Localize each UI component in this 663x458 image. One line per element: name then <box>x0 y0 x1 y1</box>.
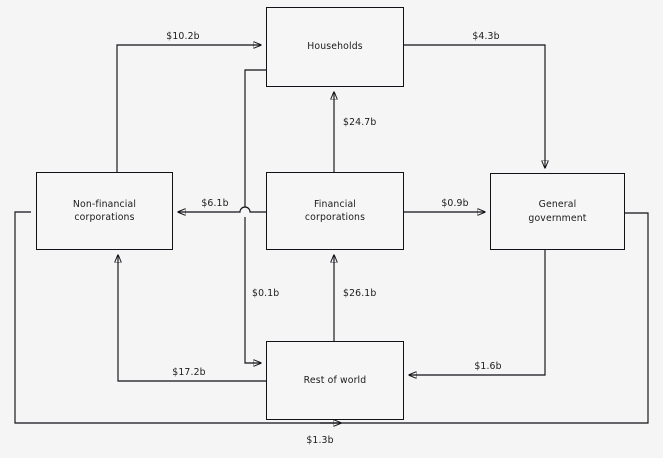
edge-0-1b-path <box>244 69 274 363</box>
edge-label-24-7b: $24.7b <box>341 117 379 128</box>
edge-label-1-3b: $1.3b <box>304 435 336 446</box>
node-households[interactable]: Households <box>266 7 404 87</box>
node-non-financial-corporations-label-line2: corporations <box>74 212 135 223</box>
edge-label-0-1b: $0.1b <box>250 288 282 299</box>
node-non-financial-corporations[interactable]: Non-financial corporations <box>36 172 173 250</box>
edge-label-0-9b: $0.9b <box>439 198 471 209</box>
node-rest-of-world[interactable]: Rest of world <box>266 341 404 420</box>
node-non-financial-corporations-label-line1: Non-financial <box>72 198 137 210</box>
node-general-government-label-line1: General <box>538 199 577 211</box>
node-rest-of-world-label-line1: Rest of world <box>303 374 367 386</box>
node-general-government-label-line2: government <box>528 212 587 224</box>
edge-4-3b-path <box>404 44 545 168</box>
node-financial-corporations[interactable]: Financial corporations <box>266 172 404 250</box>
edge-1-6b-path <box>409 250 546 375</box>
edge-label-1-6b: $1.6b <box>472 361 504 372</box>
node-general-government[interactable]: General government <box>490 173 625 250</box>
edge-10-2b-path <box>116 45 261 172</box>
edge-label-17-2b: $17.2b <box>170 367 208 378</box>
edge-label-4-3b: $4.3b <box>470 31 502 42</box>
edge-label-6-1b: $6.1b <box>199 198 231 209</box>
edge-6-1b-path <box>178 206 266 212</box>
node-financial-corporations-label-line2: corporations <box>304 212 366 223</box>
edge-17-2b-path <box>118 255 266 382</box>
edge-label-10-2b: $10.2b <box>164 31 202 42</box>
edge-label-26-1b: $26.1b <box>341 288 379 299</box>
node-financial-corporations-label-line1: Financial <box>313 198 357 210</box>
node-households-label-line1: Households <box>307 41 363 53</box>
